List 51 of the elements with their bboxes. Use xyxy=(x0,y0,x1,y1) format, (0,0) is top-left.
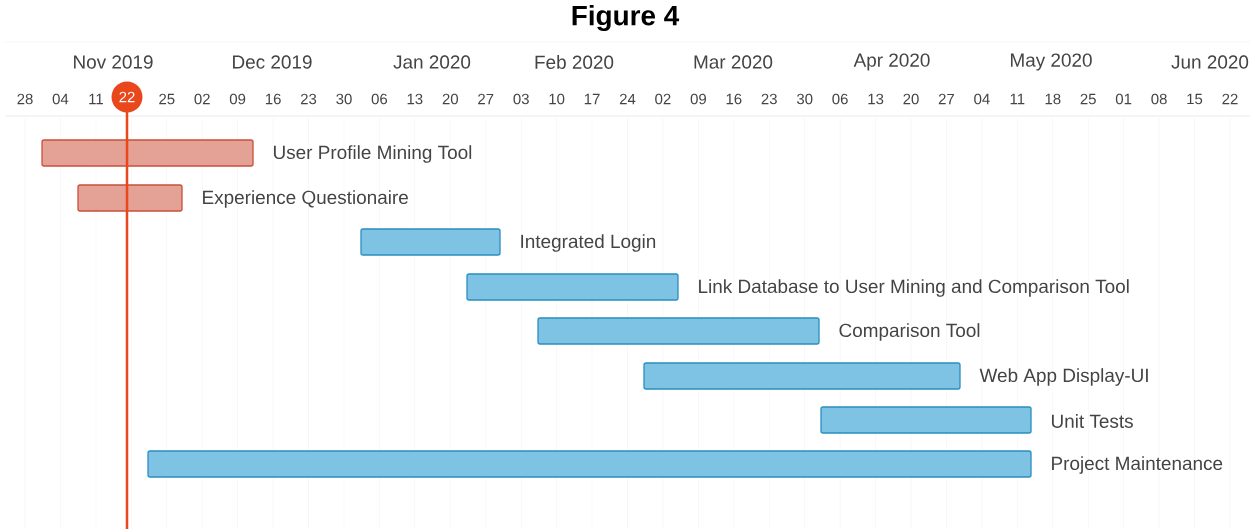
day-label: 30 xyxy=(796,93,813,105)
month-label: Feb 2020 xyxy=(535,55,614,69)
day-label: 16 xyxy=(726,93,742,105)
month-label: Jun 2020 xyxy=(1171,55,1249,69)
day-label: 20 xyxy=(442,93,458,105)
figure-title: Figure 4 xyxy=(572,4,680,32)
day-label: 13 xyxy=(868,93,884,105)
task-label: Experience Questionaire xyxy=(203,190,408,208)
day-label: 23 xyxy=(761,93,777,105)
day-label: 23 xyxy=(300,93,317,105)
day-label: 09 xyxy=(690,93,706,105)
day-label: 04 xyxy=(52,93,69,105)
month-label: Mar 2020 xyxy=(694,55,773,69)
day-label: 18 xyxy=(1045,93,1061,105)
day-label: 30 xyxy=(336,93,352,105)
day-label: 27 xyxy=(938,93,954,105)
day-label: 03 xyxy=(513,93,529,105)
day-label: 16 xyxy=(265,93,281,105)
day-label: 13 xyxy=(407,93,423,105)
task-label: User Profile Mining Tool xyxy=(274,145,472,163)
day-label: 27 xyxy=(478,93,494,105)
day-label: 06 xyxy=(371,93,388,105)
day-label: 01 xyxy=(1115,93,1132,105)
day-label: 08 xyxy=(1151,93,1167,105)
day-label: 20 xyxy=(903,93,919,105)
day-label: 22 xyxy=(1222,93,1238,105)
month-label: Jan 2020 xyxy=(393,55,471,69)
task-label: Comparison Tool xyxy=(839,323,980,341)
task-label: Project Maintenance xyxy=(1052,456,1223,474)
month-label: Nov 2019 xyxy=(74,55,153,69)
task-label: Unit Tests xyxy=(1051,414,1133,428)
task-label: Web App Display-UI xyxy=(979,368,1148,386)
day-label: 28 xyxy=(17,93,33,105)
month-label: Dec 2019 xyxy=(233,55,312,69)
day-label: 10 xyxy=(549,93,565,105)
day-label: 06 xyxy=(832,93,848,105)
month-label: May 2020 xyxy=(1011,53,1092,71)
task-label: Integrated Login xyxy=(521,234,656,252)
day-label: 04 xyxy=(974,93,990,105)
month-label: Apr 2020 xyxy=(853,53,930,71)
task-label: Link Database to User Mining and Comparison Tool xyxy=(699,279,1129,297)
day-label: 25 xyxy=(1080,93,1096,105)
day-label: 25 xyxy=(159,93,175,105)
day-label: 02 xyxy=(194,93,210,105)
day-label: 09 xyxy=(229,93,246,105)
day-label: 24 xyxy=(619,93,636,105)
day-label: 02 xyxy=(655,93,671,105)
day-label: 11 xyxy=(1010,93,1025,105)
day-label: 17 xyxy=(584,93,600,105)
day-label: 15 xyxy=(1187,93,1203,105)
day-label: 11 xyxy=(89,93,103,105)
